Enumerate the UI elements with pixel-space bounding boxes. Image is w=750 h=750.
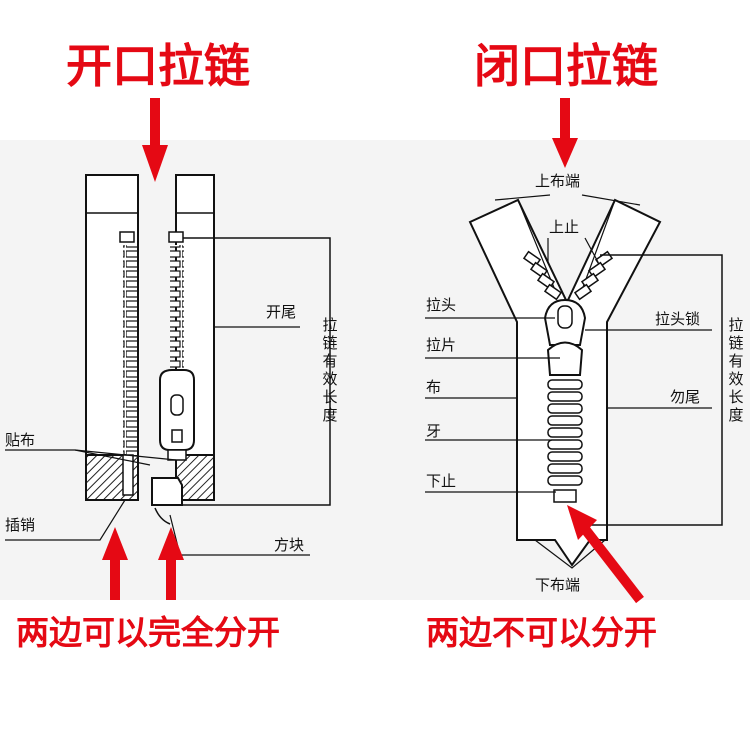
label-bottom-stop: 下止	[426, 472, 457, 490]
closed-zipper-caption: 两边不可以分开	[426, 613, 657, 652]
open-up-arrow-left	[102, 527, 128, 600]
label-tape: 布	[426, 378, 442, 396]
open-length-bracket	[176, 237, 331, 506]
open-up-arrow-right	[158, 527, 184, 600]
label-tail: 开尾	[266, 303, 297, 321]
open-down-arrow	[142, 98, 168, 182]
closed-teeth-diag-left	[522, 250, 563, 301]
label-puller-head: 拉头	[426, 296, 457, 314]
closed-bottom-stop	[553, 489, 577, 503]
open-slider	[159, 369, 195, 461]
closed-teeth-diag-right	[573, 250, 614, 301]
open-top-stop-left	[119, 231, 135, 243]
block	[151, 477, 183, 506]
label-teeth: 牙	[426, 422, 442, 440]
open-teeth-right	[170, 245, 184, 375]
label-closed-effective-length: 拉链有效长度	[728, 316, 744, 424]
label-open-effective-length: 拉链有效长度	[322, 316, 338, 424]
label-pin: 插销	[5, 516, 36, 534]
open-zipper-caption: 两边可以完全分开	[16, 613, 280, 652]
closed-slider	[543, 298, 587, 376]
closed-up-arrow	[567, 505, 644, 604]
closed-zipper-title: 闭口拉链	[474, 39, 658, 93]
label-puller-lock: 拉头锁	[655, 310, 701, 328]
label-closed-tail: 勿尾	[670, 388, 701, 406]
open-zipper-title: 开口拉链	[66, 39, 250, 93]
label-patch: 贴布	[5, 431, 36, 449]
label-top-tape: 上布端	[535, 172, 581, 190]
closed-down-arrow	[552, 98, 578, 168]
label-top-stop: 上止	[549, 218, 580, 236]
closed-zipper	[425, 194, 723, 569]
closed-length-bracket	[578, 254, 723, 526]
label-block: 方块	[274, 536, 305, 554]
label-pull-tab: 拉片	[426, 336, 457, 354]
label-bottom-tape: 下布端	[535, 576, 581, 594]
open-zipper	[5, 174, 331, 556]
open-top-stop-right	[168, 231, 184, 243]
closed-teeth	[547, 379, 583, 486]
open-teeth-left	[123, 245, 137, 455]
